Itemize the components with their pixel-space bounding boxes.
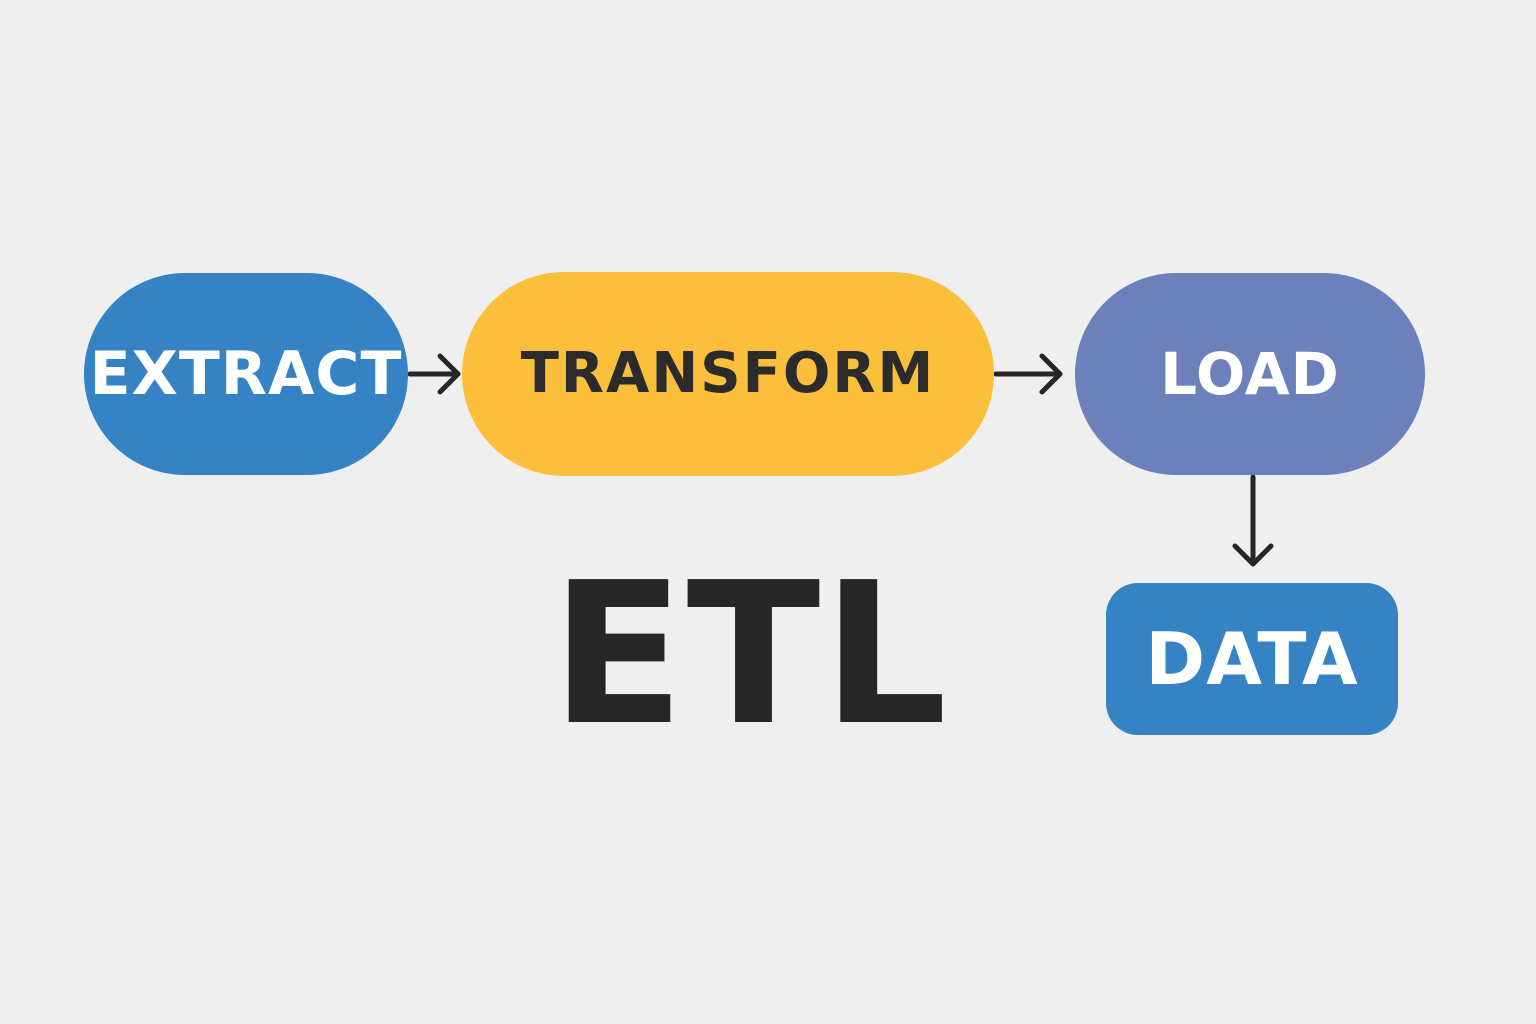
arrow-load-to-data — [1232, 474, 1274, 567]
node-load-label: LOAD — [1160, 340, 1340, 408]
node-data: DATA — [1106, 583, 1398, 735]
arrow-extract-to-transform — [407, 353, 461, 395]
node-transform-label: TRANSFORM — [520, 341, 936, 406]
node-extract: EXTRACT — [84, 273, 408, 475]
node-extract-label: EXTRACT — [89, 339, 403, 409]
arrow-transform-to-load — [993, 353, 1063, 395]
node-transform: TRANSFORM — [462, 272, 994, 476]
node-load: LOAD — [1075, 273, 1425, 475]
node-data-label: DATA — [1145, 617, 1359, 701]
diagram-title: ETL — [550, 541, 950, 769]
